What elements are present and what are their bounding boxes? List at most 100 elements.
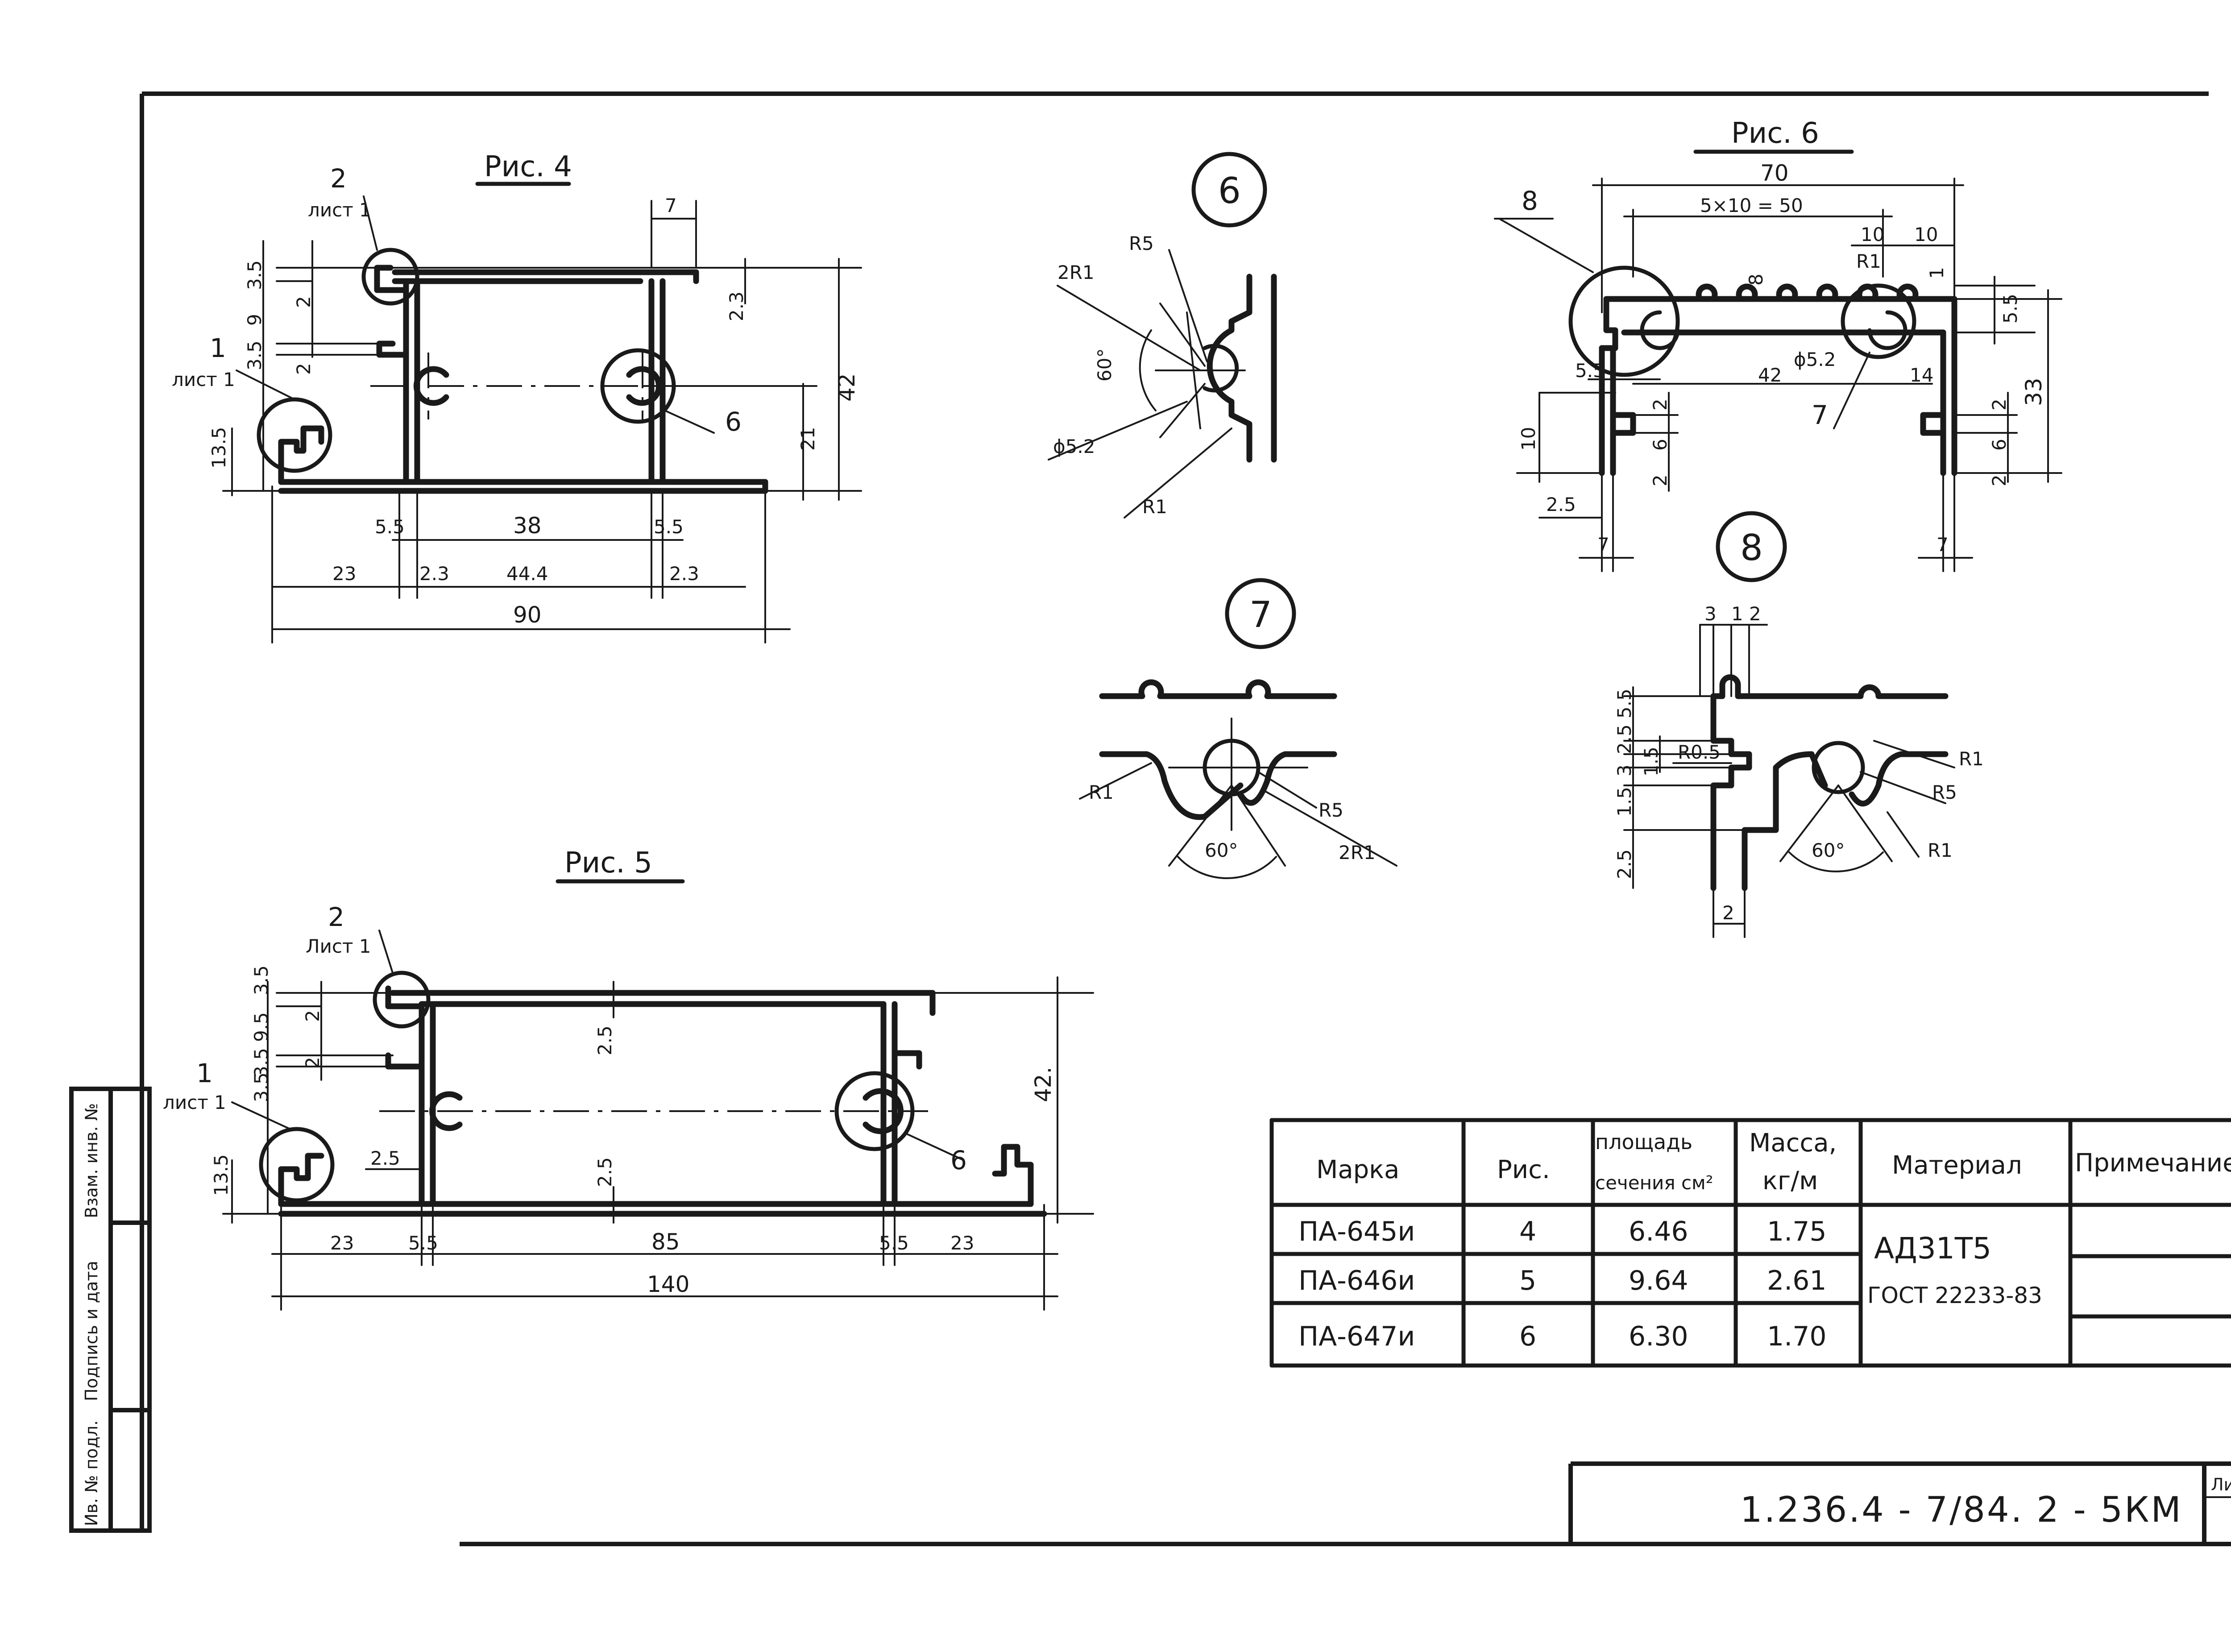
fig4-dim-44-4: 44.4 (506, 563, 548, 585)
fig4-dim-2a: 2 (293, 296, 315, 308)
fig5-dim-23a: 23 (330, 1232, 354, 1254)
fig5-dim-2-5b: 2.5 (594, 1025, 616, 1055)
fig5-dim-3-5b: 3.5 (250, 1048, 272, 1078)
detail8-angle: 60° (1812, 839, 1845, 861)
fig4-profile (278, 265, 768, 494)
table-header-material: Материал (1892, 1151, 2022, 1180)
fig5-dim-9-5: 9.5 (250, 1012, 272, 1042)
fig5-dim-85: 85 (651, 1229, 680, 1255)
table-header-area-2: сечения см² (1595, 1172, 1713, 1194)
fig6-dim-phi: ϕ5.2 (1794, 349, 1836, 370)
fig6-dim-5-5a: 5.5 (1999, 294, 2021, 324)
table-row: ПА-645и 4 6.46 1.75 (1298, 1216, 1827, 1247)
fig4-dim-3-5b: 3.5 (244, 340, 265, 370)
detail7-angle: 60° (1205, 839, 1238, 861)
fig4-dimensions (222, 200, 862, 643)
detail8-r5: R5 (1932, 781, 1957, 803)
fig6-dim-8: 8 (1745, 274, 1767, 286)
detail8-dim-2-5a: 2.5 (1613, 724, 1635, 754)
fig6-dim-50: 5×10 = 50 (1700, 195, 1803, 216)
fig4-dim-2-3b: 2.3 (669, 563, 699, 585)
table-header-area-1: площадь (1595, 1130, 1692, 1154)
fig5-callout-2-sheet: Лист 1 (306, 935, 371, 957)
spec-table: Марка Рис. площадь сечения см² Масса, кг… (1269, 1118, 2231, 1368)
fig4-dim-9: 9 (244, 314, 265, 326)
fig5-title: Рис. 5 (564, 847, 652, 880)
detail8-dim-3v: 3 (1613, 764, 1635, 776)
fig4-dim-5-5a: 5.5 (375, 516, 405, 538)
fig5-callout-2: 2 (328, 902, 344, 932)
fig5-dim-2a: 2 (302, 1010, 323, 1022)
table-material-standard: ГОСТ 22233-83 (1867, 1283, 2042, 1308)
table-cell-mass: 1.75 (1767, 1216, 1827, 1247)
fig4-dim-42: 42 (834, 373, 860, 402)
fig5-dim-23b: 23 (950, 1232, 974, 1254)
document-code: 1.236.4 - 7/84. 2 - 5КМ (1740, 1490, 2183, 1530)
fig6-dim-2c: 2 (1988, 398, 2010, 411)
table-cell-fig: 5 (1519, 1265, 1536, 1296)
fig6-dim-5-5b: 5.5 (1575, 360, 1605, 382)
fig4-callout-2: 2 (330, 163, 347, 194)
fig6-dim-6a: 6 (1649, 439, 1671, 451)
table-cell-fig: 6 (1519, 1321, 1536, 1352)
detail8-dim-3: 3 (1704, 603, 1717, 625)
table-cell-fig: 4 (1519, 1216, 1536, 1247)
detail7-r5: R5 (1319, 799, 1344, 821)
fig4-callout-1-sheet: лист 1 (172, 369, 235, 390)
detail8-r05: R0.5 (1678, 741, 1721, 763)
table-cell-mass: 2.61 (1767, 1265, 1827, 1296)
figure-4: Рис. 4 (172, 150, 862, 643)
fig5-callout-6: 6 (950, 1145, 967, 1175)
fig6-dim-10b: 10 (1914, 224, 1938, 245)
fig6-dim-2d: 2 (1988, 474, 2010, 486)
detail8-number: 8 (1740, 527, 1763, 569)
table-row: ПА-647и 6 6.30 1.70 (1298, 1321, 1827, 1352)
fig6-dim-1: 1 (1926, 267, 1948, 279)
detail6-number: 6 (1218, 170, 1241, 212)
fig6-dim-7b: 7 (1937, 534, 1949, 556)
detail-8: 8 3 1 2 5.5 2.5 3 1.5 1 (1613, 511, 1984, 938)
fig6-dim-2-5: 2.5 (1546, 494, 1576, 515)
fig6-callout-7: 7 (1812, 400, 1828, 430)
stamp-sign-date: Подпись и дата (82, 1261, 101, 1401)
detail6-r1: R1 (1142, 496, 1167, 518)
detail8-r1b: R1 (1928, 839, 1953, 861)
detail8-r1a: R1 (1959, 748, 1984, 770)
fig6-dimensions (1516, 178, 2062, 572)
fig4-dim-23: 23 (332, 563, 356, 585)
table-cell-area: 9.64 (1629, 1265, 1688, 1296)
stamp-inv-orig: Ив. № подл. (82, 1420, 101, 1526)
fig6-dim-33: 33 (2021, 378, 2047, 406)
detail6-r5: R5 (1129, 232, 1154, 254)
fig6-dim-10c: 10 (1518, 427, 1539, 451)
fig4-dim-90: 90 (513, 602, 542, 628)
fig4-dim-21: 21 (797, 427, 819, 451)
fig6-dim-r1: R1 (1856, 250, 1881, 272)
fig4-callout-2-sheet: лист 1 (308, 199, 371, 221)
table-cell-mark: ПА-646и (1298, 1265, 1415, 1296)
fig4-callout-6: 6 (725, 407, 742, 437)
fig5-dim-13-5: 13.5 (210, 1154, 232, 1196)
fig6-dim-6b: 6 (1988, 439, 2010, 451)
fig6-title: Рис. 6 (1731, 117, 1819, 150)
table-cell-mass: 1.70 (1767, 1321, 1827, 1352)
fig6-dim-2a: 2 (1649, 398, 1671, 411)
title-block: 1.236.4 - 7/84. 2 - 5КМ Ли (1568, 1461, 2231, 1544)
fig4-dim-2-3: 2.3 (726, 291, 747, 321)
detail7-number: 7 (1249, 594, 1272, 635)
detail8-dim-5-5: 5.5 (1613, 689, 1635, 718)
fig5-dim-42: 42. (1030, 1067, 1056, 1102)
drawing-frame (140, 91, 2231, 1546)
detail-6: 6 R5 2R1 60° ϕ5.2 R1 (1048, 152, 1277, 519)
figure-6: Рис. 6 8 7 (1494, 117, 2062, 572)
fig4-dim-2-3a: 2.3 (419, 563, 449, 585)
fig5-profile (278, 985, 1047, 1217)
fig4-title: Рис. 4 (484, 150, 572, 183)
detail8-dim-1-5b: 1.5 (1640, 747, 1662, 776)
fig5-dim-5-5a: 5.5 (408, 1232, 438, 1254)
fig6-callout-8: 8 (1522, 186, 1538, 216)
detail6-phi: ϕ5.2 (1053, 436, 1095, 457)
side-stamp: Взам. инв. № Подпись и дата Ив. № подл. (69, 1087, 152, 1533)
table-header-mark: Марка (1316, 1155, 1399, 1184)
detail8-dim-2-5b: 2.5 (1613, 849, 1635, 879)
